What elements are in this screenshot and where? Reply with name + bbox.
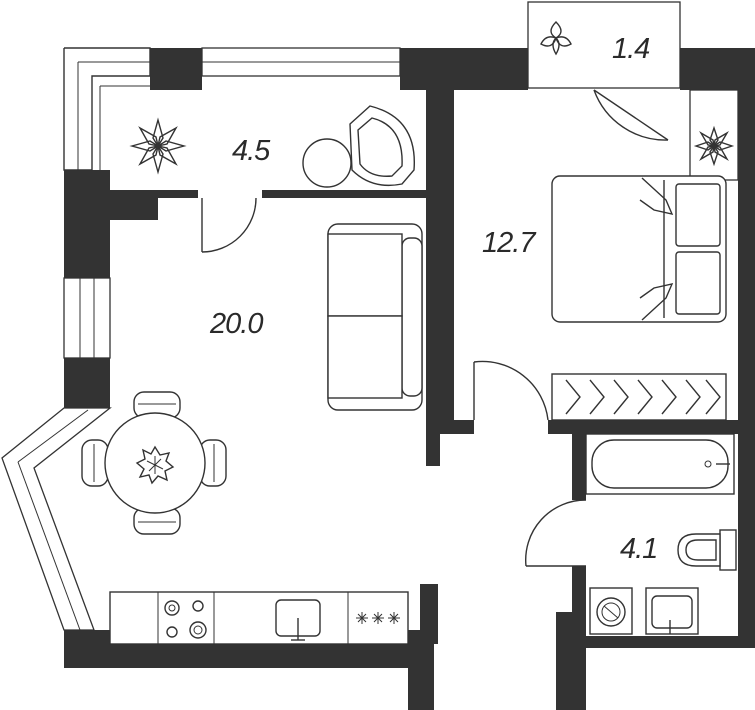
chair-icon — [81, 439, 109, 487]
plant-icon — [129, 117, 187, 175]
plant-icon — [540, 21, 572, 56]
area-label-bedroom: 12.7 — [482, 227, 537, 259]
area-label-loggia: 4.5 — [232, 135, 271, 167]
dining-table-icon — [81, 391, 227, 535]
door-icon — [593, 89, 669, 141]
door-icon — [201, 197, 257, 253]
plant-icon — [135, 445, 175, 485]
doors — [201, 89, 669, 567]
chair-icon — [133, 391, 181, 419]
armchair-icon — [302, 105, 415, 188]
windows — [1, 1, 739, 631]
door-icon — [525, 499, 587, 567]
area-label-living: 20.0 — [209, 308, 263, 340]
bathtub-icon — [585, 433, 735, 495]
washing-machine-icon — [589, 587, 633, 635]
kitchen-counter — [109, 591, 409, 645]
walls — [64, 48, 755, 710]
chair-icon — [133, 507, 181, 535]
toilet-icon — [677, 529, 737, 571]
sink-icon — [275, 599, 321, 641]
area-label-storage: 1.4 — [612, 33, 650, 65]
sofa-icon — [327, 223, 423, 411]
burner-icon — [356, 612, 400, 624]
bed-icon — [551, 175, 727, 323]
stove-icon — [164, 600, 207, 639]
wardrobe-icon — [551, 373, 727, 421]
plant-icon — [693, 125, 735, 167]
door-icon — [473, 360, 549, 421]
area-label-bathroom: 4.1 — [620, 533, 657, 565]
sink-icon — [645, 587, 699, 635]
